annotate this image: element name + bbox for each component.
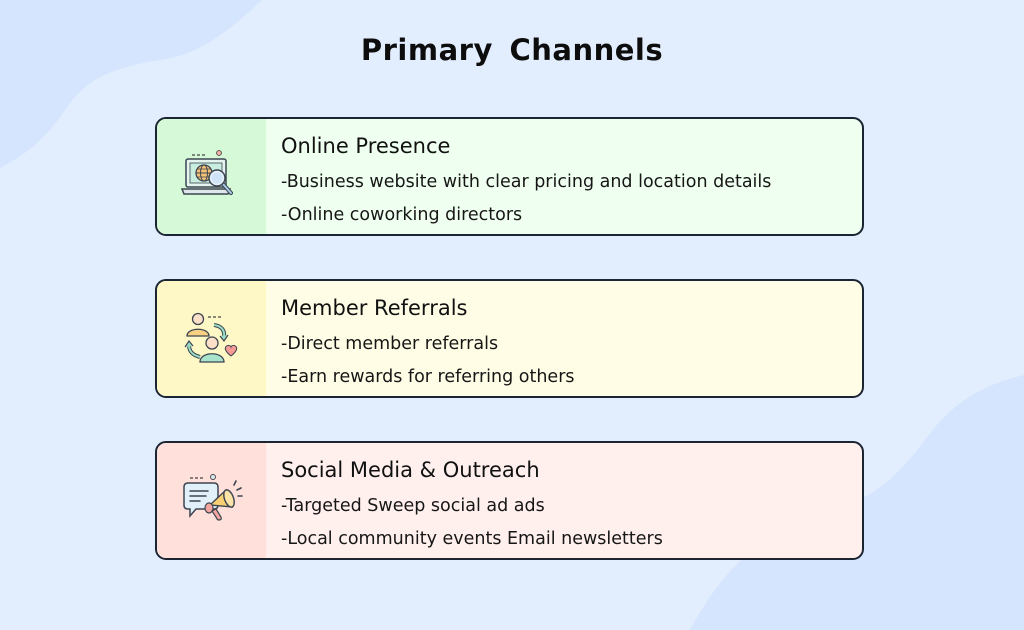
icon-panel	[157, 281, 266, 396]
channel-card-social-media-outreach: Social Media & Outreach -Targeted Sweep …	[155, 441, 864, 560]
card-heading: Member Referrals	[281, 296, 468, 320]
channel-card-online-presence: Online Presence -Business website with c…	[155, 117, 864, 236]
icon-panel	[157, 443, 266, 558]
card-bullet: -Targeted Sweep social ad ads	[281, 496, 545, 516]
card-heading: Online Presence	[281, 134, 451, 158]
card-content: Online Presence -Business website with c…	[266, 119, 862, 234]
card-content: Social Media & Outreach -Targeted Sweep …	[266, 443, 862, 558]
icon-panel	[157, 119, 266, 234]
page-title: Primary Channels	[360, 33, 664, 67]
card-bullet: -Online coworking directors	[281, 205, 523, 225]
card-bullet: -Earn rewards for referring others	[281, 367, 575, 387]
card-content: Member Referrals -Direct member referral…	[266, 281, 862, 396]
member-referral-icon	[184, 312, 237, 363]
card-bullet: -Local community events Email newsletter…	[281, 529, 663, 549]
card-heading: Social Media & Outreach	[281, 458, 540, 482]
channel-card-member-referrals: Member Referrals -Direct member referral…	[155, 279, 864, 398]
laptop-globe-search-icon	[180, 149, 233, 195]
card-bullet: -Business website with clear pricing and…	[281, 172, 772, 192]
chat-megaphone-icon	[182, 473, 243, 521]
card-bullet: -Direct member referrals	[281, 334, 499, 354]
